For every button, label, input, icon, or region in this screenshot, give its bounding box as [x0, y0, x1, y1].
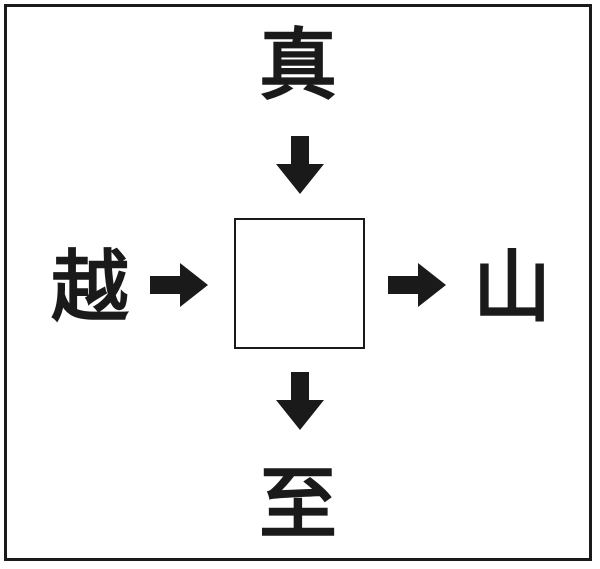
arrow-right-icon [150, 263, 208, 307]
bottom-kanji: 至 [258, 459, 337, 550]
arrow-down-icon [276, 136, 324, 194]
top-kanji: 真 [258, 20, 337, 111]
left-kanji: 越 [50, 242, 129, 333]
arrow-down-icon [276, 372, 324, 430]
answer-box[interactable] [234, 218, 365, 349]
arrow-right-icon [388, 263, 446, 307]
right-kanji: 山 [472, 242, 551, 333]
